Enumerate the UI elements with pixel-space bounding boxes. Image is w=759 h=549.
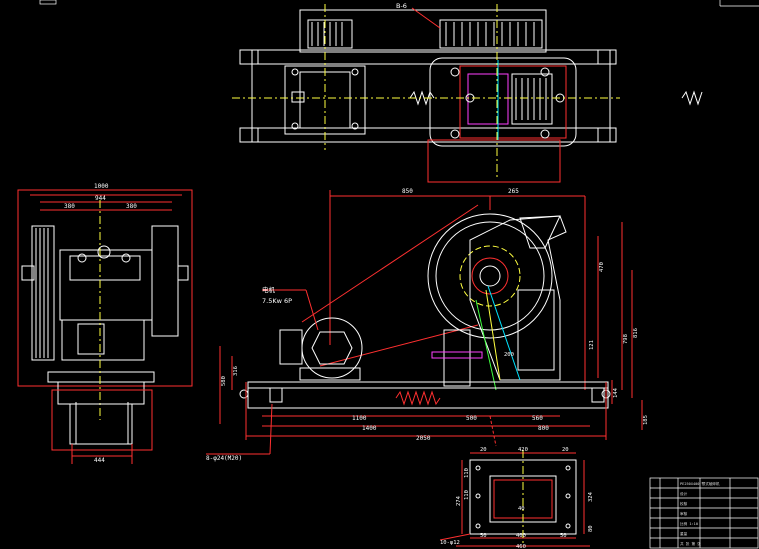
dim-b-800: 800: [538, 425, 549, 432]
pulley-side: [31, 225, 55, 361]
fnd-top-dim-1: 20: [480, 447, 487, 453]
title-block: [649, 477, 759, 549]
title-row-6: 重量: [680, 531, 688, 536]
dim-overall-width: 1000: [94, 183, 109, 190]
fnd-top-dim-2: 420: [518, 447, 528, 453]
flywheel-plan: [439, 19, 543, 49]
dim-v-121: 121: [589, 340, 595, 350]
front-view: [206, 190, 643, 455]
title-row-3: 校核: [680, 501, 688, 506]
dim-v-798: 798: [623, 334, 629, 344]
dim-left-316: 316: [233, 366, 239, 376]
feed-opening-plan: [427, 139, 561, 183]
motor-label-2: 7.5Kw 6P: [262, 297, 292, 305]
dim-pulley-span: 944: [95, 195, 106, 202]
dim-b-560: 560: [532, 415, 543, 422]
fnd-bottom-dim-1: 50: [480, 533, 487, 539]
toggle-plate: [431, 351, 483, 359]
title-row-1: PE250X400 颚式破碎机: [680, 481, 720, 486]
foundation-plan: [439, 450, 590, 547]
tension-spring-plan: [409, 90, 435, 106]
dim-b-2050: 2050: [416, 435, 431, 442]
belt-label: B-6: [396, 2, 407, 10]
crusher-plan: [429, 57, 577, 147]
dim-v-185: 185: [643, 415, 649, 425]
motor-base-front: [299, 367, 361, 381]
base-frame-plan: [251, 49, 611, 143]
top-view: [232, 4, 703, 183]
dim-v-144: 144: [613, 387, 619, 398]
crusher-body-front: [469, 215, 567, 381]
title-row-2: 设计: [680, 491, 688, 496]
corner-marker: [39, 0, 57, 5]
dim-top-right: 265: [508, 188, 519, 195]
belt-upper: [301, 204, 479, 323]
title-row-4: 审核: [680, 511, 688, 516]
fnd-bottom-dim-2: 400: [516, 533, 526, 539]
belt-leader: [411, 7, 441, 29]
dim-left-580: 580: [221, 376, 227, 386]
dim-b-1400: 1400: [362, 425, 377, 432]
dim-b-1100: 1100: [352, 415, 367, 422]
dim-b-500: 500: [466, 415, 477, 422]
dim-base-width: 444: [94, 457, 105, 464]
title-row-7: 共 张 第 张: [680, 541, 701, 546]
flywheel-front: [427, 213, 553, 339]
fnd-left-dim-1: 274: [456, 495, 462, 506]
fnd-left-dim-2: 110: [464, 468, 470, 478]
fnd-right-dim-1: 324: [588, 491, 594, 502]
motor-pulley-plan: [307, 19, 353, 49]
fnd-bottom-dim-3: 50: [560, 533, 567, 539]
fnd-top-dim-3: 20: [562, 447, 569, 453]
side-envelope: [17, 189, 193, 387]
dim-inner-200: 200: [504, 352, 514, 358]
motor-label-1: 电机: [262, 285, 276, 294]
title-row-5: 比例 1:10: [680, 521, 698, 526]
fnd-center-dim: 40: [518, 506, 525, 512]
fnd-left-dim-3: 110: [464, 490, 470, 500]
dim-v-470: 470: [599, 262, 605, 272]
dim-top-left: 850: [402, 188, 413, 195]
dim-left-half: 380: [64, 203, 75, 210]
dim-v-816: 816: [633, 328, 639, 338]
fnd-bottom-total: 460: [516, 544, 526, 549]
tension-spring-front: [395, 390, 441, 406]
fnd-hole-note: 10-φ12: [440, 540, 460, 546]
feed-hopper: [519, 215, 561, 249]
belt-guard-outline: [299, 9, 547, 53]
side-view: [17, 189, 193, 464]
fnd-right-dim-2: 80: [588, 525, 594, 532]
dim-right-half: 380: [126, 203, 137, 210]
bolt-note: 8-φ24(M20): [206, 455, 242, 462]
foundation-side: [51, 389, 153, 451]
